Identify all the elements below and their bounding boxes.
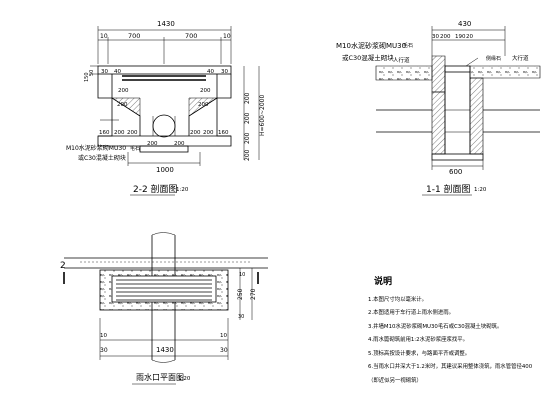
dim-plan-v270: 270 xyxy=(250,288,257,300)
section-1-1-title: 1-1 剖面图 xyxy=(426,183,471,195)
dim-40-right: 40 xyxy=(207,69,214,75)
dim-40-left: 40 xyxy=(114,69,121,75)
note-item: 4.雨水篦砌筑前用1:2水泥砂浆座浆找平。 xyxy=(368,337,469,343)
dim-200-b2: 200 xyxy=(127,130,138,136)
note-item: 1.本图尺寸均以毫米计。 xyxy=(368,296,428,303)
dim-r200b: 200 xyxy=(244,112,251,124)
dim-plan-v250: 250 xyxy=(237,288,244,300)
note-item: 5.顶标高按设计要求，与路面平齐或调整。 xyxy=(368,350,471,357)
dim-plan-30r: 30 xyxy=(220,347,228,354)
top-slab xyxy=(97,65,232,75)
dim-50: 50 xyxy=(89,70,95,76)
note-item: 6.当雨水口井深大于1.2米时，其建议采用整体浇筑，雨水管管径400 xyxy=(368,364,533,370)
dim-plan-10r: 10 xyxy=(220,333,227,339)
plan-grate-slots xyxy=(116,279,212,301)
dim-30-right: 30 xyxy=(221,69,228,75)
section-2-2-scale: 1:20 xyxy=(176,187,189,193)
dim-1-1-200: 200 xyxy=(440,34,451,40)
material-1-1-line1b: 毛石 xyxy=(403,42,413,49)
road-layer xyxy=(469,65,541,79)
haunch-right xyxy=(188,97,218,117)
notes-panel: 说明 1.本图尺寸均以毫米计。 2.本图适用于车行道上雨水侧进雨。 3.井墙M10水… xyxy=(368,276,558,388)
material-note-line1b: 毛石 xyxy=(130,145,140,152)
notes-title: 说明 xyxy=(374,277,393,287)
dim-overall: 1430 xyxy=(157,20,175,28)
dim-h-total: H=600~2000 xyxy=(259,95,266,136)
material-note-line2: 或C30混凝土砌块 xyxy=(78,154,126,162)
dim-200-tl: 200 xyxy=(118,88,129,94)
dim-1-1-600: 600 xyxy=(449,168,462,176)
section-1-1: 430 30 200 190 20 人行道 大行道 侧缘石 6 xyxy=(336,20,541,196)
dim-plan-v30: 30 xyxy=(238,314,244,320)
dim-r200a: 200 xyxy=(244,92,251,104)
grate-1-1 xyxy=(444,65,471,73)
dim-r200c: 200 xyxy=(244,132,251,144)
dim-plan-10l: 10 xyxy=(100,333,107,339)
label-curb: 侧缘石 xyxy=(486,55,501,62)
base-1-1 xyxy=(431,153,484,161)
section-2-2: 1430 10 700 700 10 150 50 30 40 40 30 xyxy=(66,20,266,196)
note-item: （即近似另一视砌筑） xyxy=(368,377,422,384)
material-1-1-line2: 或C30混凝土砌块 xyxy=(342,53,394,62)
dim-160-right: 160 xyxy=(218,130,229,136)
note-item: 2.本图适用于车行道上雨水侧进雨。 xyxy=(368,310,455,316)
dim-1-1-20: 20 xyxy=(466,34,473,40)
foundation xyxy=(139,145,189,153)
dim-1-1-30: 30 xyxy=(432,34,439,40)
dim-200-b3: 200 xyxy=(190,130,201,136)
note-item: 3.井墙M10水泥砂浆砌MU30毛石或C30混凝土块砌筑。 xyxy=(368,323,503,330)
dim-plan-30l: 30 xyxy=(100,347,108,354)
plan-scale: 1:20 xyxy=(178,376,191,382)
dim-1-1-190: 190 xyxy=(455,34,466,40)
sidewalk-layer xyxy=(375,65,433,81)
dim-1000: 1000 xyxy=(156,166,174,174)
dim-200-tr: 200 xyxy=(200,88,211,94)
dim-plan-overall: 1430 xyxy=(156,346,174,354)
dim-10-left: 10 xyxy=(100,33,108,40)
dim-10-right: 10 xyxy=(223,33,231,40)
dim-200-b4: 200 xyxy=(203,130,214,136)
material-note-line1: M10水泥砂浆砌MU30 xyxy=(66,144,126,152)
grate-bars xyxy=(122,75,206,81)
dim-1-1-overall: 430 xyxy=(458,20,471,28)
plan-title: 雨水口平面图 xyxy=(136,372,184,382)
haunch-left xyxy=(111,97,141,117)
outlet-pipe xyxy=(152,114,176,138)
dim-700-left: 700 xyxy=(128,32,140,40)
wall-right-1-1 xyxy=(469,77,484,155)
dim-200-ml: 200 xyxy=(117,102,128,108)
dim-30-left: 30 xyxy=(101,69,108,75)
dim-160-left: 160 xyxy=(99,130,110,136)
dim-plan-v10: 10 xyxy=(239,272,245,278)
label-sidewalk: 人行道 xyxy=(393,56,410,64)
plan-view: 2 10 250 270 30 10 10 30 30 1430 雨水口平面图 … xyxy=(60,232,268,385)
curb-block xyxy=(431,55,446,93)
section-mark-2: 2 xyxy=(60,261,66,271)
notes-list: 1.本图尺寸均以毫米计。 2.本图适用于车行道上雨水侧进雨。 3.井墙M10水泥砂浆… xyxy=(368,294,558,389)
dim-150: 150 xyxy=(84,72,90,82)
wall-left-1-1 xyxy=(431,91,446,155)
dim-r200d: 200 xyxy=(244,149,251,161)
dim-200-lb: 200 xyxy=(147,141,158,147)
section-2-2-title: 2-2 剖面图 xyxy=(133,183,178,195)
material-1-1-line1: M10水泥砂浆砌MU30 xyxy=(336,41,406,50)
label-road: 大行道 xyxy=(512,54,529,62)
dim-200-b1: 200 xyxy=(114,130,125,136)
dim-200-mr: 200 xyxy=(198,102,209,108)
section-1-1-scale: 1:20 xyxy=(474,187,487,193)
dim-700-right: 700 xyxy=(185,32,197,40)
dim-200-rb: 200 xyxy=(174,141,185,147)
